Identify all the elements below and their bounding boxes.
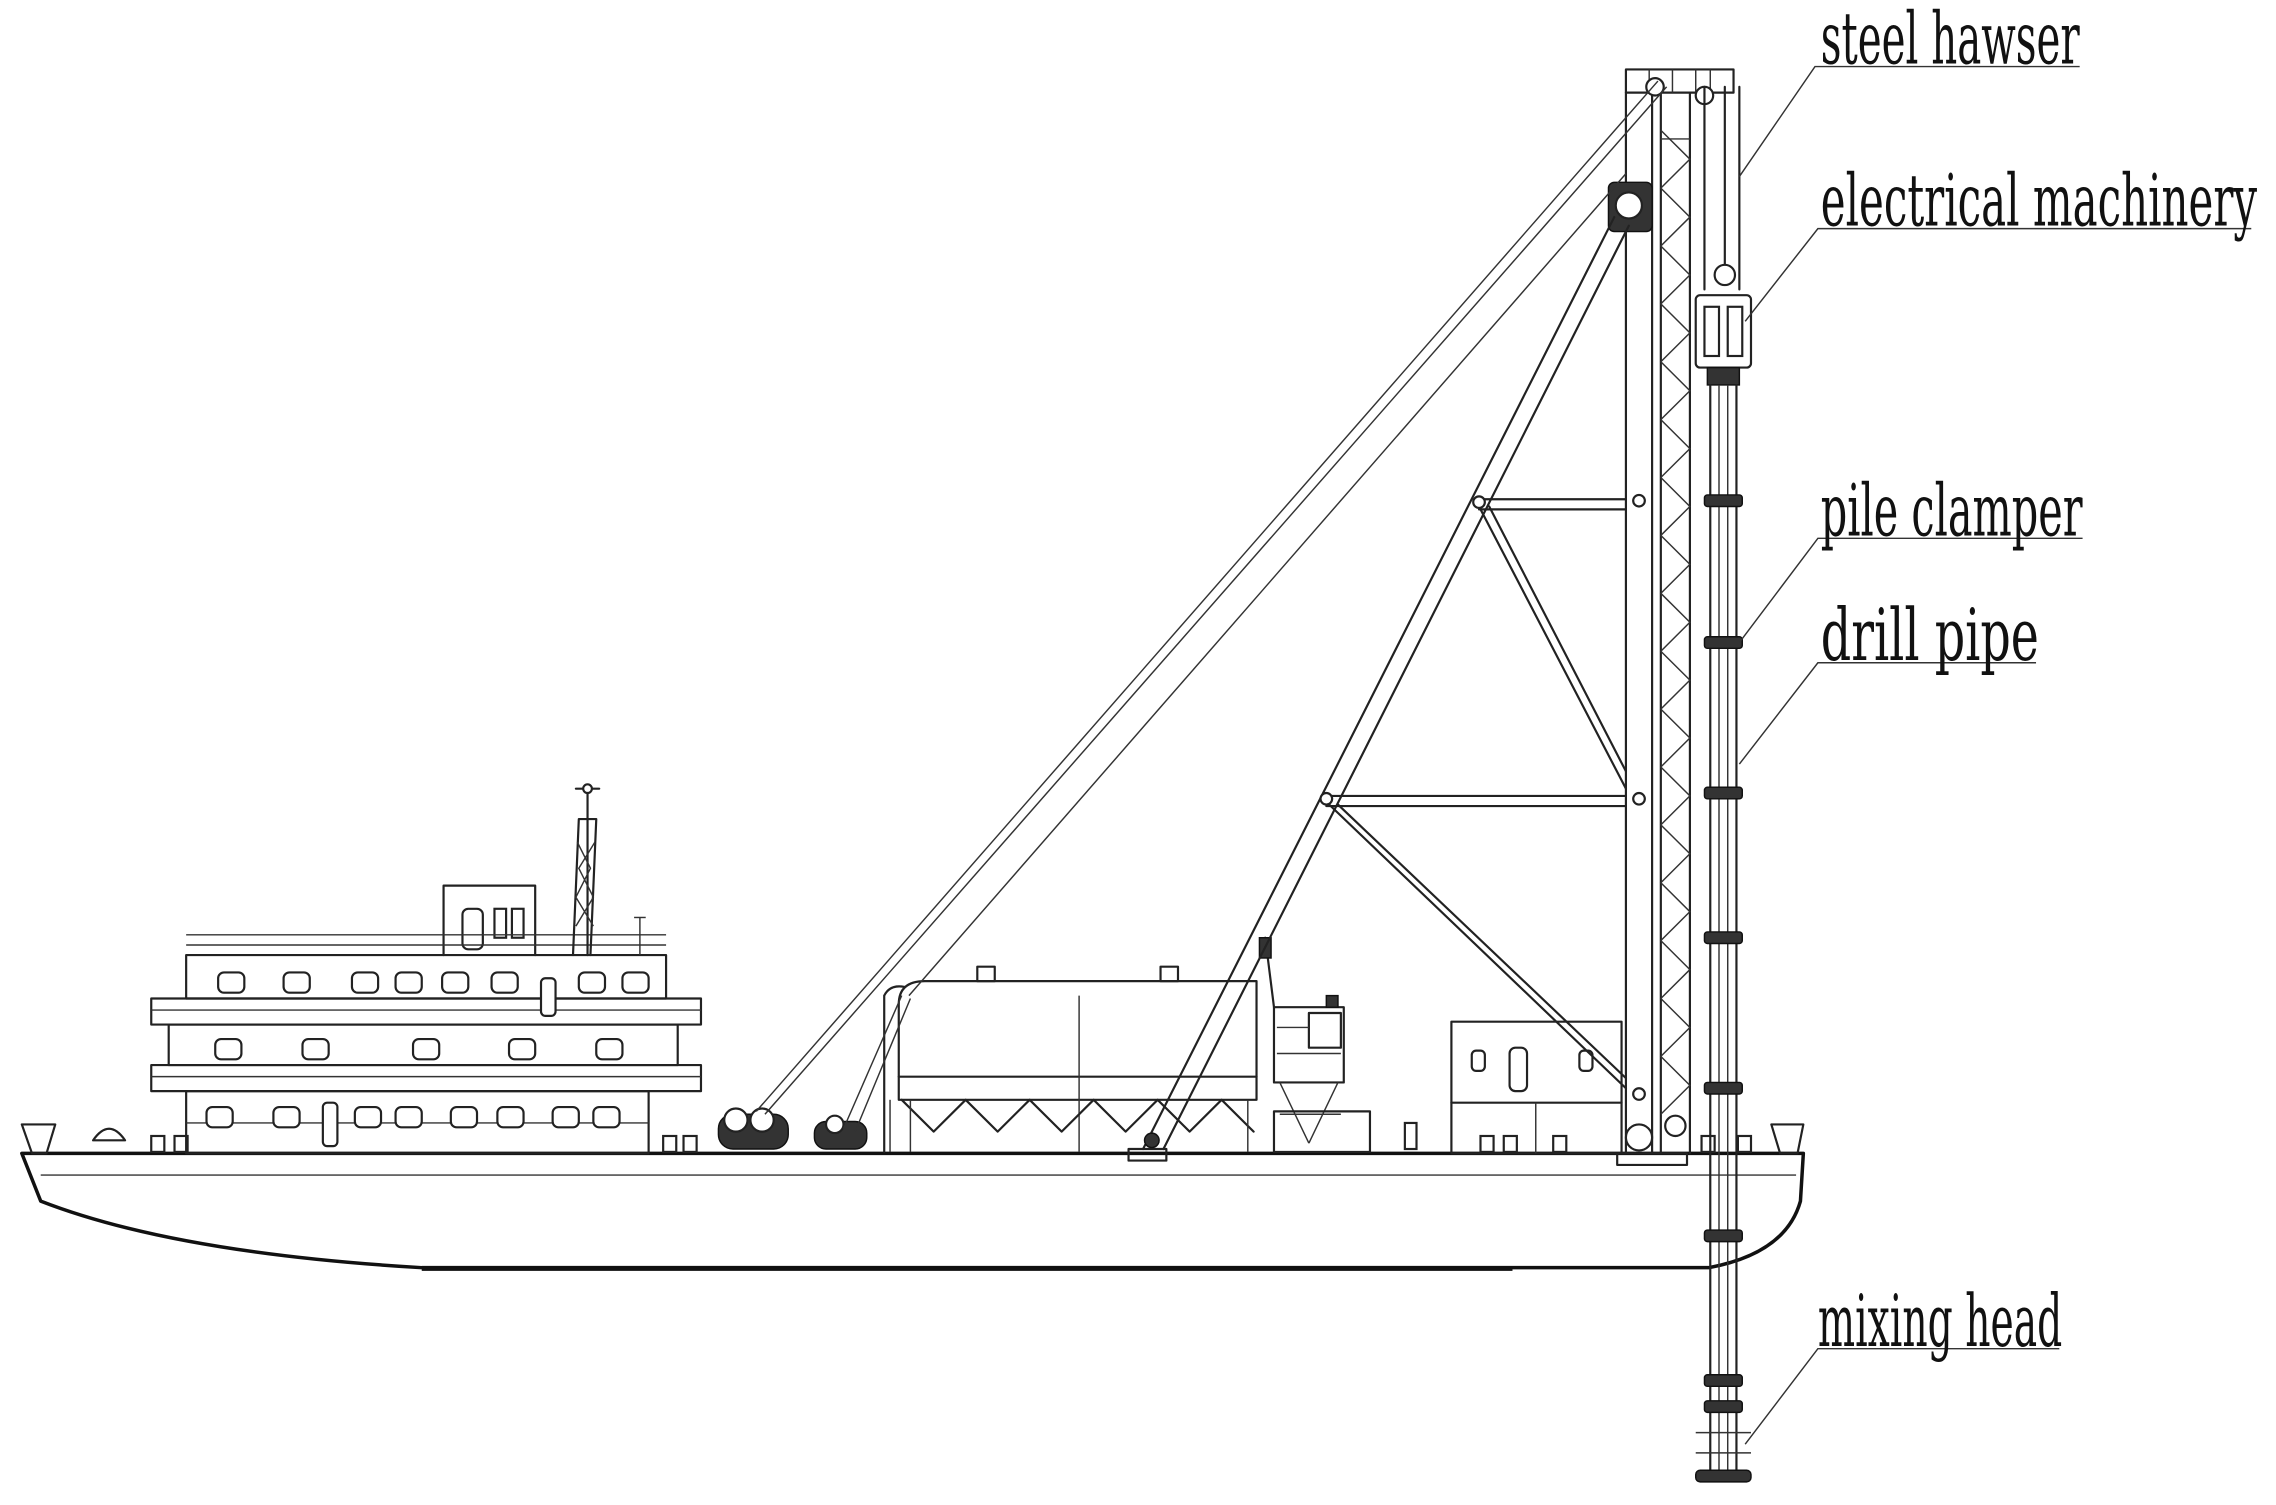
signal-mast (571, 783, 646, 957)
label-pile-clamper: pile clamper (1821, 470, 2083, 554)
label-steel-hawser: steel hawser (1821, 0, 2080, 82)
label-mixing-head: mixing head (1818, 1280, 2062, 1364)
stay-cables (755, 80, 1668, 1132)
power-unit (1258, 936, 1372, 1153)
label-drill-pipe: drill pipe (1821, 594, 2039, 678)
winches (717, 1107, 868, 1150)
stern-house (1403, 1020, 1623, 1155)
deckhouse (150, 884, 703, 1155)
leader-tower (1607, 68, 1735, 1167)
drill-assembly (1694, 85, 1753, 1483)
mixing-head-blades (1695, 1431, 1752, 1483)
label-electrical-machinery: electrical machinery (1821, 160, 2257, 244)
a-frame-bracing (1127, 215, 1630, 1162)
hull (20, 1123, 1806, 1271)
pile-clamper-rings (1703, 494, 1743, 1414)
leader-lines (1738, 65, 2252, 1445)
cement-tank (883, 965, 1258, 1153)
